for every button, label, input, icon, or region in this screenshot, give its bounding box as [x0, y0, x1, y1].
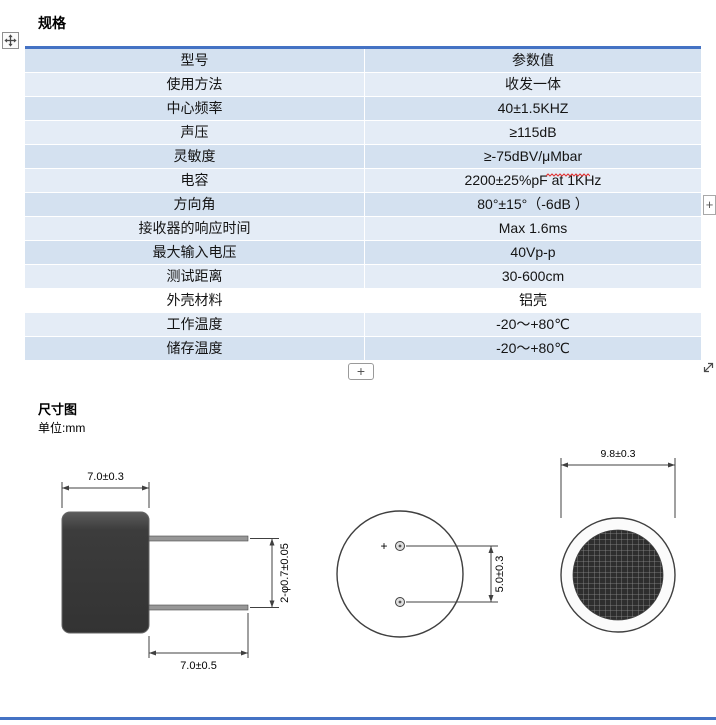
housing-outline	[336, 510, 464, 638]
spec-name[interactable]: 工作温度	[25, 313, 364, 336]
spec-value[interactable]: 参数值	[365, 49, 701, 72]
dimension-drawing: 7.0±0.3 2-φ0.7±0.05 7.0±0.5 +	[61, 448, 676, 672]
table-row: 外壳材料 铝壳	[25, 289, 701, 312]
resize-diagonal-icon	[703, 362, 714, 373]
dim-diameter: 9.8±0.3	[601, 448, 636, 460]
spec-name[interactable]: 使用方法	[25, 73, 364, 96]
spec-name[interactable]: 测试距离	[25, 265, 364, 288]
transducer-body	[61, 511, 150, 634]
spec-name[interactable]: 电容	[25, 169, 364, 192]
spec-name[interactable]: 方向角	[25, 193, 364, 216]
spec-value[interactable]: 40Vp-p	[365, 241, 701, 264]
spec-value[interactable]: 收发一体	[365, 73, 701, 96]
table-row: 方向角 80°±15°（-6dB ）	[25, 193, 701, 216]
spec-value[interactable]: 2200±25%pF at 1KHz	[365, 169, 701, 192]
spec-name[interactable]: 外壳材料	[25, 289, 364, 312]
table-row: 接收器的响应时间 Max 1.6ms	[25, 217, 701, 240]
bottom-table-border	[0, 717, 716, 720]
page-title: 规格	[38, 15, 66, 31]
insert-column-button[interactable]: +	[703, 195, 716, 215]
spec-name[interactable]: 最大输入电压	[25, 241, 364, 264]
pin-hole-bottom-dot	[398, 600, 402, 604]
table-row: 型号 参数值	[25, 49, 701, 72]
dim-pin-length: 7.0±0.5	[180, 660, 217, 672]
table-move-handle[interactable]	[2, 32, 19, 49]
pin-bottom	[148, 604, 249, 611]
spec-value[interactable]: 40±1.5KHZ	[365, 97, 701, 120]
spec-value[interactable]: 30-600cm	[365, 265, 701, 288]
spec-name[interactable]: 接收器的响应时间	[25, 217, 364, 240]
spec-name[interactable]: 型号	[25, 49, 364, 72]
pin-top	[148, 535, 249, 542]
insert-row-button[interactable]: +	[348, 363, 374, 380]
spec-value[interactable]: Max 1.6ms	[365, 217, 701, 240]
spec-value[interactable]: 铝壳	[365, 289, 701, 312]
table-row: 储存温度 -20～+80℃	[25, 337, 701, 360]
move-icon	[4, 34, 17, 47]
dimension-section-title: 尺寸图	[38, 402, 78, 417]
dim-pin-spacing: 5.0±0.3	[494, 556, 506, 593]
top-view: 9.8±0.3	[560, 448, 676, 633]
spec-value[interactable]: -20～+80℃	[365, 337, 701, 360]
side-view: 7.0±0.3 2-φ0.7±0.05 7.0±0.5	[61, 471, 291, 672]
spec-name[interactable]: 中心频率	[25, 97, 364, 120]
dim-body-width: 7.0±0.3	[87, 471, 124, 483]
mesh-grid	[572, 529, 664, 621]
table-row: 测试距离 30-600cm	[25, 265, 701, 288]
spec-table: 型号 参数值 使用方法 收发一体 中心频率 40±1.5KHZ 声压 ≥115d…	[25, 46, 701, 361]
pin-hole-top-dot	[398, 544, 402, 548]
dim-pin-diameter: 2-φ0.7±0.05	[279, 543, 291, 603]
table-row: 使用方法 收发一体	[25, 73, 701, 96]
spec-name[interactable]: 灵敏度	[25, 145, 364, 168]
unit-label: 单位:mm	[38, 421, 86, 435]
spellcheck-underline	[545, 164, 591, 177]
table-row: 灵敏度 ≥-75dBV/μMbar	[25, 145, 701, 168]
table-resize-handle[interactable]	[701, 360, 716, 375]
table-row: 工作温度 -20～+80℃	[25, 313, 701, 336]
polarity-plus-label: +	[380, 539, 387, 553]
front-view: + 5.0±0.3	[336, 510, 506, 638]
spec-value[interactable]: -20～+80℃	[365, 313, 701, 336]
table-row: 最大输入电压 40Vp-p	[25, 241, 701, 264]
table-row: 声压 ≥115dB	[25, 121, 701, 144]
spec-value[interactable]: 80°±15°（-6dB ）	[365, 193, 701, 216]
spec-value[interactable]: ≥-75dBV/μMbar	[365, 145, 701, 168]
spec-value[interactable]: ≥115dB	[365, 121, 701, 144]
spec-name[interactable]: 声压	[25, 121, 364, 144]
table-row: 中心频率 40±1.5KHZ	[25, 97, 701, 120]
spec-name[interactable]: 储存温度	[25, 337, 364, 360]
table-row: 电容 2200±25%pF at 1KHz	[25, 169, 701, 192]
